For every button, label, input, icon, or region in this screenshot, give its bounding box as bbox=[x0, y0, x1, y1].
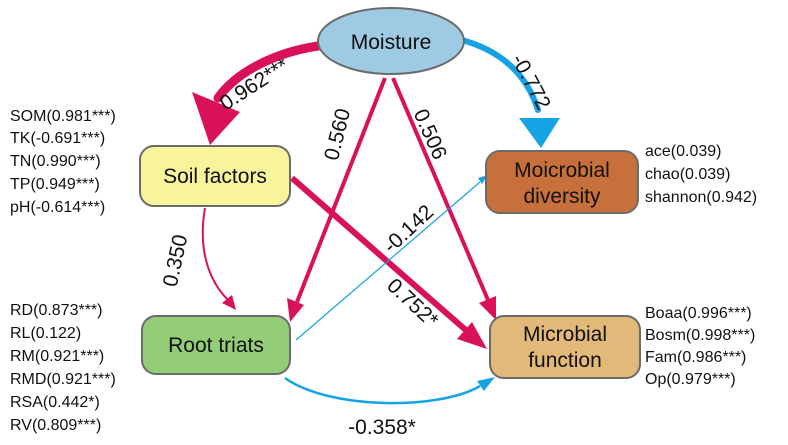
function-indicators: Boaa(0.996***) Bosm(0.998***) Fam(0.986*… bbox=[645, 305, 755, 388]
diversity-indicator: shannon(0.942) bbox=[645, 189, 757, 206]
node-moisture[interactable] bbox=[317, 7, 465, 75]
arrow-moisture-to-function bbox=[391, 77, 490, 301]
soil-indicator: pH(-0.614***) bbox=[10, 199, 105, 216]
coef-moisture-to-root: 0.560 bbox=[320, 106, 355, 163]
diversity-indicators: ace(0.039) chao(0.039) shannon(0.942) bbox=[645, 143, 757, 206]
diversity-indicator: chao(0.039) bbox=[645, 166, 730, 183]
coef-moisture-to-diversity: -0.772 bbox=[507, 50, 555, 113]
root-indicators: RD(0.873***) RL(0.122) RM(0.921***) RMD(… bbox=[10, 302, 116, 434]
arrow-moisture-to-diversity bbox=[459, 37, 541, 113]
arrowhead-moisture-to-diversity bbox=[519, 118, 560, 148]
root-indicator: RM(0.921***) bbox=[10, 348, 104, 365]
node-root-triats-label: Root triats bbox=[168, 334, 264, 357]
soil-indicator: TP(0.949***) bbox=[10, 176, 100, 193]
arrowhead-soil-to-function bbox=[457, 322, 487, 349]
diversity-indicator: ace(0.039) bbox=[645, 143, 722, 160]
soil-indicator: TN(0.990***) bbox=[10, 153, 101, 170]
root-indicator: RL(0.122) bbox=[10, 325, 81, 342]
coef-soil-to-root: 0.350 bbox=[159, 233, 192, 289]
arrowhead-moisture-to-soil bbox=[192, 92, 240, 145]
arrowhead-moisture-to-root bbox=[287, 298, 304, 322]
soil-indicator: TK(-0.691***) bbox=[10, 130, 105, 147]
node-soil-factors[interactable] bbox=[139, 145, 291, 207]
arrow-soil-to-function bbox=[290, 175, 470, 335]
node-microbial-function[interactable] bbox=[489, 315, 641, 379]
node-microbial-diversity-label-line2: diversity bbox=[523, 185, 601, 208]
arrowhead-root-to-function bbox=[477, 377, 495, 391]
node-microbial-diversity[interactable] bbox=[485, 150, 639, 214]
arrow-moisture-to-root bbox=[295, 77, 387, 303]
arrowhead-moisture-to-function bbox=[479, 296, 496, 320]
arrow-moisture-to-soil bbox=[213, 41, 323, 103]
coef-root-to-diversity: -0.142 bbox=[379, 201, 438, 258]
function-indicator: Op(0.979***) bbox=[645, 371, 736, 388]
node-moisture-label: Moisture bbox=[351, 31, 432, 54]
soil-indicators: SOM(0.981***) TK(-0.691***) TN(0.990***)… bbox=[10, 108, 116, 216]
arrowhead-soil-to-root bbox=[222, 295, 236, 310]
function-indicator: Boaa(0.996***) bbox=[645, 305, 752, 322]
soil-indicator: SOM(0.981***) bbox=[10, 108, 116, 125]
root-indicator: RMD(0.921***) bbox=[10, 371, 116, 388]
coef-root-to-function: -0.358* bbox=[348, 416, 416, 439]
arrow-root-to-function bbox=[284, 376, 481, 405]
node-microbial-diversity-label-line1: Moicrobial bbox=[514, 159, 610, 182]
arrow-root-to-diversity bbox=[295, 181, 481, 341]
node-root-triats[interactable] bbox=[141, 315, 291, 375]
node-soil-factors-label: Soil factors bbox=[163, 165, 267, 188]
root-indicator: RD(0.873***) bbox=[10, 302, 102, 319]
root-indicator: RSA(0.442*) bbox=[10, 394, 100, 411]
node-microbial-function-label-line1: Microbial bbox=[523, 323, 607, 346]
node-microbial-function-label-line2: function bbox=[528, 349, 602, 372]
function-indicator: Bosm(0.998***) bbox=[645, 327, 755, 344]
root-indicator: RV(0.809***) bbox=[10, 417, 101, 434]
function-indicator: Fam(0.986***) bbox=[645, 349, 746, 366]
arrow-soil-to-root bbox=[201, 207, 229, 301]
